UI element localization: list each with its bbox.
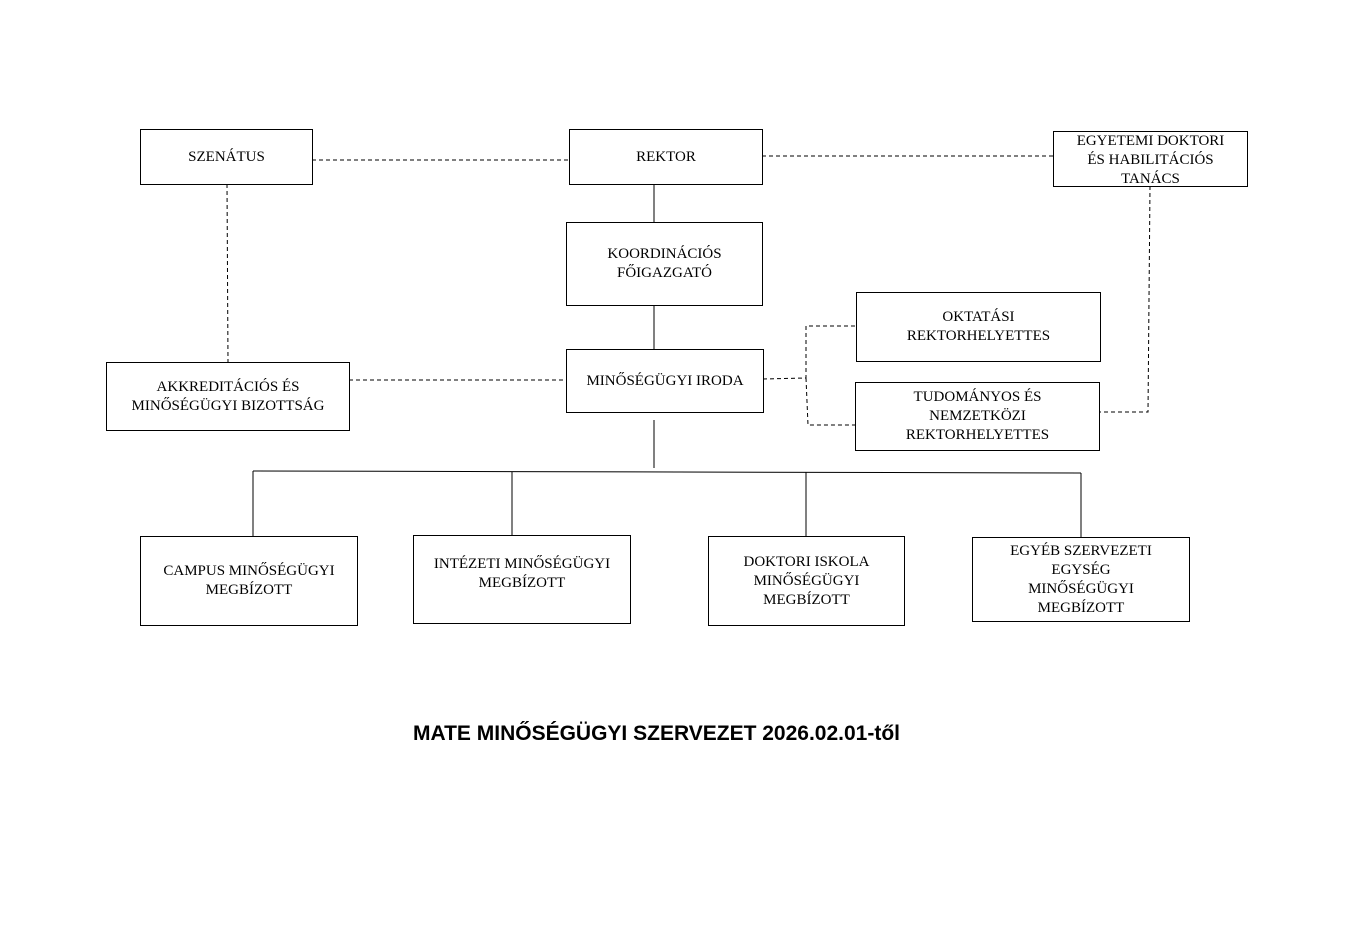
node-line: ÉS HABILITÁCIÓS [1087,152,1214,168]
node-campus: CAMPUS MINŐSÉGÜGYI MEGBÍZOTT [140,536,358,626]
node-line: TANÁCS [1121,171,1180,187]
node-line: EGYÉB SZERVEZETI [1010,542,1152,559]
node-line: CAMPUS MINŐSÉGÜGYI [163,563,335,579]
node-line: AKKREDITÁCIÓS ÉS [156,378,300,395]
node-tudomanyos: TUDOMÁNYOS ÉS NEMZETKÖZI REKTORHELYETTES [855,382,1100,451]
node-line: MINŐSÉGÜGYI [1028,580,1134,597]
node-line: MINŐSÉGÜGYI IRODA [586,372,744,389]
node-line: NEMZETKÖZI [929,408,1026,424]
node-line: REKTOR [636,148,696,165]
node-line: OKTATÁSI [942,309,1015,325]
node-line: EGYETEMI DOKTORI [1076,133,1225,149]
node-line: INTÉZETI MINŐSÉGÜGYI [433,555,611,572]
node-doktori-iskola: DOKTORI ISKOLA MINŐSÉGÜGYI MEGBÍZOTT [708,536,905,626]
node-line: DOKTORI ISKOLA [743,553,870,570]
node-line: FŐIGAZGATÓ [616,265,712,281]
node-line: EGYSÉG [1051,561,1111,578]
node-doktori-tanacs: EGYETEMI DOKTORI ÉS HABILITÁCIÓS TANÁCS [1053,131,1248,187]
node-line: MINŐSÉGÜGYI [753,572,860,589]
line-bottom-bus [252,470,1082,474]
dash-tanacs-tudomanyos [1099,185,1151,413]
node-line: MEGBÍZOTT [478,574,566,591]
node-foigazgato: KOORDINÁCIÓS FŐIGAZGATÓ [566,222,763,306]
node-line: REKTORHELYETTES [906,328,1051,344]
node-akkreditacios: AKKREDITÁCIÓS ÉS MINŐSÉGÜGYI BIZOTTSÁG [106,362,350,431]
node-intezeti: INTÉZETI MINŐSÉGÜGYI MEGBÍZOTT [413,535,631,624]
dash-iroda-tudomanyos [805,377,855,426]
node-line: MEGBÍZOTT [763,591,850,608]
node-line: MEGBÍZOTT [205,582,293,598]
node-minosegugyi-iroda: MINŐSÉGÜGYI IRODA [566,349,764,413]
node-line: KOORDINÁCIÓS [607,246,722,262]
node-egyeb: EGYÉB SZERVEZETI EGYSÉG MINŐSÉGÜGYI MEGB… [972,537,1190,622]
node-rektor: REKTOR [569,129,763,185]
node-oktatasi: OKTATÁSI REKTORHELYETTES [856,292,1101,362]
node-line: TUDOMÁNYOS ÉS [913,389,1042,405]
node-line: REKTORHELYETTES [905,427,1050,443]
node-line: MINŐSÉGÜGYI BIZOTTSÁG [131,397,325,414]
dash-szenatus-akkred [226,183,229,363]
node-szenatus: SZENÁTUS [140,129,313,185]
dash-iroda-oktatasi [762,325,856,380]
diagram-title: MATE MINŐSÉGÜGYI SZERVEZET 2026.02.01-tő… [412,722,900,745]
node-line: SZENÁTUS [188,148,265,165]
node-line: MEGBÍZOTT [1037,599,1125,616]
